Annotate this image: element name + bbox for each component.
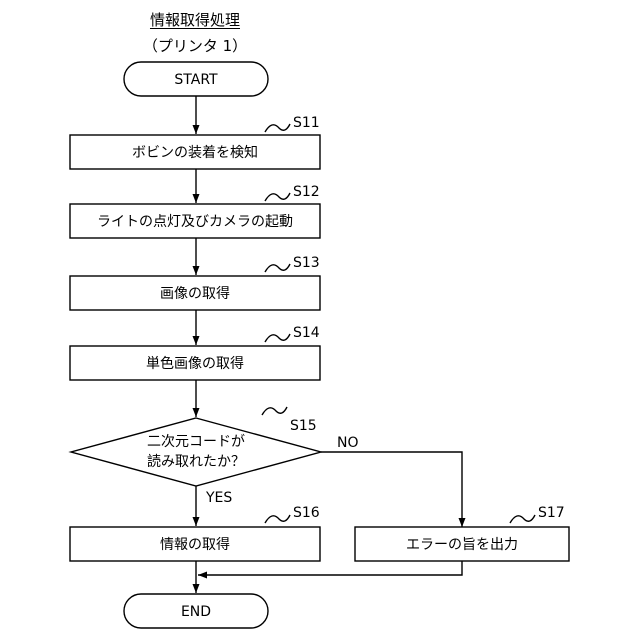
step-s14-id: S14	[293, 325, 320, 341]
step-s14-label: 単色画像の取得	[146, 355, 244, 372]
step-s16: 情報の取得 S16	[70, 505, 320, 561]
start-terminal: START	[124, 62, 268, 96]
step-s17-id: S17	[538, 505, 565, 521]
step-s13: 画像の取得 S13	[70, 255, 320, 310]
start-label: START	[174, 72, 218, 88]
step-s12-id: S12	[293, 184, 320, 200]
step-s13-id: S13	[293, 255, 320, 271]
decision-s15-leader	[262, 407, 287, 415]
decision-s15-id: S15	[290, 418, 317, 434]
step-s13-label: 画像の取得	[160, 285, 230, 302]
step-s13-leader	[265, 264, 290, 272]
end-terminal: END	[124, 594, 268, 628]
step-s16-label: 情報の取得	[160, 536, 230, 553]
step-s12-leader	[265, 193, 290, 201]
step-s11: ボビンの装着を検知 S11	[70, 115, 320, 169]
branch-yes-label: YES	[205, 490, 232, 506]
connector-s17-merge	[198, 561, 462, 575]
connector-s15-no-s17	[321, 452, 462, 527]
step-s14-leader	[265, 334, 290, 342]
step-s12: ライトの点灯及びカメラの起動 S12	[70, 184, 320, 238]
decision-s15-line2: 読み取れたか？	[147, 453, 245, 470]
step-s17-label: エラーの旨を出力	[406, 537, 518, 553]
step-s16-id: S16	[293, 505, 320, 521]
step-s11-leader	[265, 124, 290, 132]
decision-s15-line1: 二次元コードが	[147, 434, 245, 450]
step-s16-leader	[265, 515, 290, 523]
end-label: END	[181, 604, 211, 620]
branch-no-label: NO	[337, 435, 359, 451]
step-s11-label: ボビンの装着を検知	[132, 144, 258, 161]
step-s12-label: ライトの点灯及びカメラの起動	[97, 214, 293, 230]
decision-s15: 二次元コードが 読み取れたか？ S15	[71, 407, 321, 486]
step-s11-id: S11	[293, 115, 320, 131]
step-s17-leader	[510, 515, 535, 523]
step-s14: 単色画像の取得 S14	[70, 325, 320, 380]
